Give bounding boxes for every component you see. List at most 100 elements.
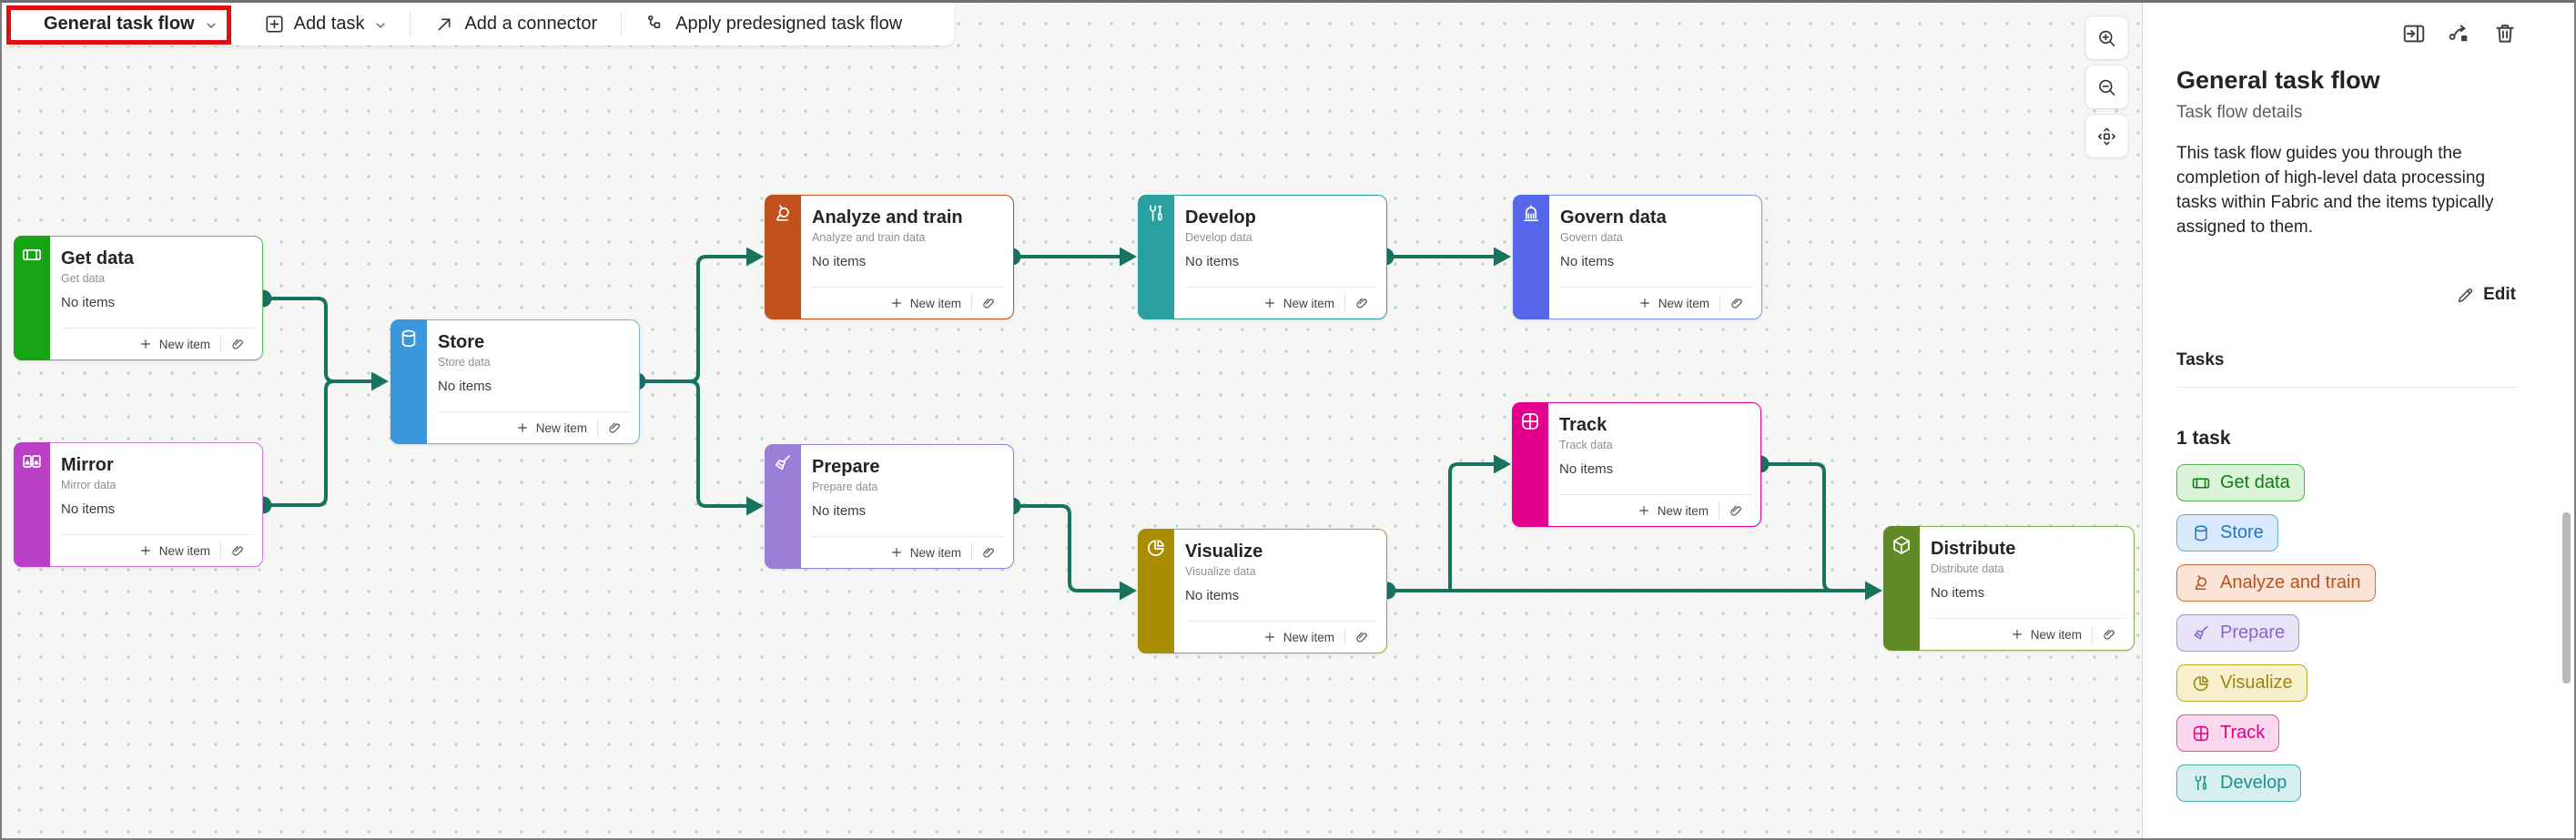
- plus-icon: [515, 420, 530, 435]
- task-subtitle: Prepare data: [812, 481, 878, 493]
- arrow-up-right-icon: [434, 14, 455, 35]
- taskflow-selector-dropdown[interactable]: General task flow: [2, 3, 242, 46]
- task-color-stripe: [1512, 402, 1548, 527]
- fit-to-screen-button[interactable]: [2084, 114, 2129, 158]
- task-color-stripe: [765, 195, 801, 319]
- paperclip-icon: [230, 543, 246, 559]
- new-item-label: New item: [158, 543, 210, 558]
- add-connector-button[interactable]: Add a connector: [411, 3, 621, 46]
- attach-button[interactable]: [972, 296, 1005, 311]
- connector-layer: [254, 247, 1882, 601]
- task-title: Develop: [1185, 207, 1256, 228]
- new-item-button[interactable]: New item: [138, 543, 220, 558]
- task-color-stripe: [1138, 529, 1174, 653]
- new-item-button[interactable]: New item: [889, 545, 971, 560]
- attach-button[interactable]: [221, 337, 254, 352]
- task-card-footer: New item: [61, 328, 254, 359]
- task-color-stripe: [765, 444, 801, 569]
- switch-taskflow-icon[interactable]: [2447, 21, 2472, 46]
- paperclip-icon: [1354, 630, 1370, 645]
- zoom-in-button[interactable]: [2084, 15, 2129, 60]
- new-item-button[interactable]: New item: [889, 296, 971, 310]
- apply-predesigned-taskflow-button[interactable]: Apply predesigned task flow: [622, 3, 926, 46]
- new-item-label: New item: [909, 296, 961, 310]
- zoom-out-button[interactable]: [2084, 65, 2129, 109]
- attach-button[interactable]: [1345, 630, 1378, 645]
- paperclip-icon: [1354, 296, 1370, 311]
- add-connector-label: Add a connector: [464, 14, 598, 34]
- toolbar-divider: [410, 12, 411, 36]
- plus-icon: [1263, 296, 1277, 310]
- database-icon: [398, 319, 420, 348]
- new-item-button[interactable]: New item: [2010, 627, 2092, 642]
- chevron-down-icon: [204, 18, 218, 33]
- task-chip-visualize[interactable]: Visualize: [2176, 664, 2307, 702]
- footer-divider: [220, 335, 221, 353]
- task-color-stripe: [390, 319, 427, 444]
- attach-button[interactable]: [1345, 296, 1378, 311]
- task-card-footer: New item: [1931, 618, 2125, 650]
- paperclip-icon: [1729, 503, 1744, 519]
- new-item-button[interactable]: New item: [1637, 503, 1719, 518]
- new-item-button[interactable]: New item: [1263, 296, 1344, 310]
- new-item-label: New item: [909, 545, 961, 560]
- broom-icon: [772, 444, 794, 471]
- plus-icon: [1263, 630, 1277, 644]
- new-item-button[interactable]: New item: [138, 337, 220, 351]
- new-item-button[interactable]: New item: [1638, 296, 1719, 310]
- task-chip-analyze-and-train[interactable]: Analyze and train: [2176, 564, 2376, 602]
- edit-button[interactable]: Edit: [2456, 285, 2516, 305]
- database-icon: [2191, 523, 2211, 543]
- add-task-label: Add task: [293, 14, 365, 34]
- task-chip-get-data[interactable]: Get data: [2176, 464, 2305, 501]
- new-item-label: New item: [1658, 296, 1709, 310]
- plus-icon: [889, 545, 904, 560]
- attach-button[interactable]: [221, 543, 254, 559]
- microscope-icon: [2191, 573, 2211, 593]
- task-chip-track[interactable]: Track: [2176, 714, 2280, 752]
- task-subtitle: Mirror data: [61, 479, 117, 491]
- task-subtitle: Get data: [61, 272, 105, 285]
- task-chip-develop[interactable]: Develop: [2176, 764, 2302, 802]
- attach-button[interactable]: [972, 545, 1005, 561]
- task-chip-label: Get data: [2220, 472, 2290, 492]
- new-item-button[interactable]: New item: [515, 420, 597, 435]
- new-item-button[interactable]: New item: [1263, 630, 1344, 644]
- attach-button[interactable]: [1719, 503, 1752, 519]
- task-subtitle: Govern data: [1560, 231, 1623, 244]
- task-subtitle: Visualize data: [1185, 565, 1256, 578]
- task-card-footer: New item: [1185, 621, 1378, 653]
- attach-button[interactable]: [2093, 627, 2125, 643]
- canvas-toolbar: General task flow Add task Add a connect…: [2, 3, 954, 46]
- footer-divider: [1344, 628, 1345, 646]
- tools-icon: [1145, 195, 1167, 221]
- collapse-panel-icon[interactable]: [2401, 21, 2427, 46]
- task-chip-label: Visualize: [2220, 673, 2293, 693]
- tasks-heading: Tasks: [2176, 350, 2225, 369]
- attach-button[interactable]: [1720, 296, 1753, 311]
- add-task-button[interactable]: Add task: [242, 3, 411, 46]
- task-items-count: No items: [1560, 254, 1615, 269]
- panel-scrollbar[interactable]: [2562, 512, 2571, 683]
- film-strip-icon: [21, 236, 43, 261]
- attach-button[interactable]: [598, 420, 631, 436]
- task-card-footer: New item: [812, 287, 1005, 319]
- task-chip-prepare[interactable]: Prepare: [2176, 614, 2300, 652]
- paperclip-icon: [607, 420, 623, 436]
- task-chip-store[interactable]: Store: [2176, 514, 2278, 552]
- paperclip-icon: [1729, 296, 1745, 311]
- plus-icon: [138, 337, 153, 351]
- trash-icon[interactable]: [2492, 21, 2518, 46]
